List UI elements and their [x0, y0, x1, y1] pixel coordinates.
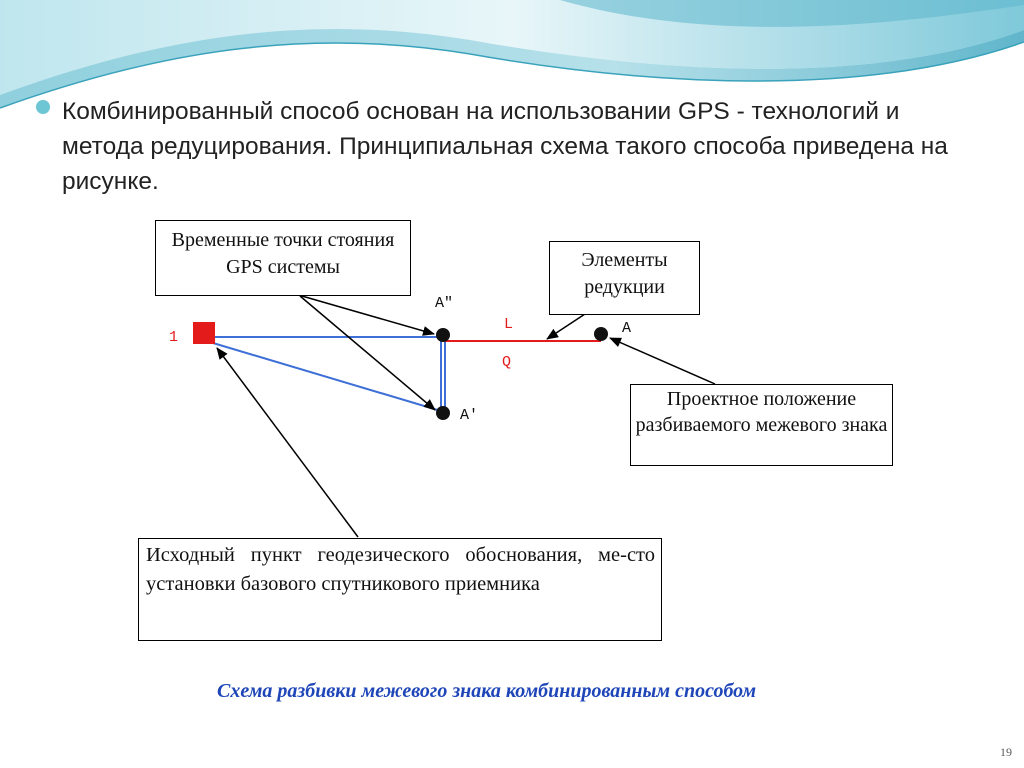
arrow-temp-to-a-double [294, 293, 435, 336]
arrow-source-to-base [216, 347, 359, 538]
point-a-double [436, 328, 450, 342]
base-point-marker [193, 322, 215, 344]
label-l: L [504, 316, 513, 333]
arrow-project-to-a [609, 337, 716, 385]
point-a [594, 327, 608, 341]
diagram-figure: 1 A″ A′ A L Q Временные точки стояния GP… [125, 214, 906, 707]
label-a-double: A″ [435, 295, 453, 312]
label-a-prime: A′ [460, 407, 478, 424]
arrow-temp-to-a-prime [299, 295, 436, 411]
box-reduction-elements: Элементы редукции [549, 241, 700, 315]
bullet-point-icon [36, 100, 50, 114]
point-a-prime [436, 406, 450, 420]
box-temporary-points: Временные точки стояния GPS системы [155, 220, 411, 296]
box-project-position: Проектное положение разбиваемого межевог… [630, 384, 893, 466]
label-base-point: 1 [169, 329, 178, 346]
label-q: Q [502, 354, 511, 371]
page-number: 19 [1000, 745, 1012, 759]
diagram-svg: 1 A″ A′ A L Q [169, 293, 716, 538]
label-a: A [622, 320, 631, 337]
line-base-to-a-prime [212, 342, 442, 412]
box-source-point: Исходный пункт геодезического обосновани… [138, 538, 662, 641]
header-wave-decoration [0, 0, 1024, 109]
diagram-caption: Схема разбивки межевого знака комбиниров… [217, 680, 757, 702]
arrow-reduction-to-line [546, 313, 586, 340]
slide-body-text: Комбинированный способ основан на исполь… [62, 98, 948, 195]
